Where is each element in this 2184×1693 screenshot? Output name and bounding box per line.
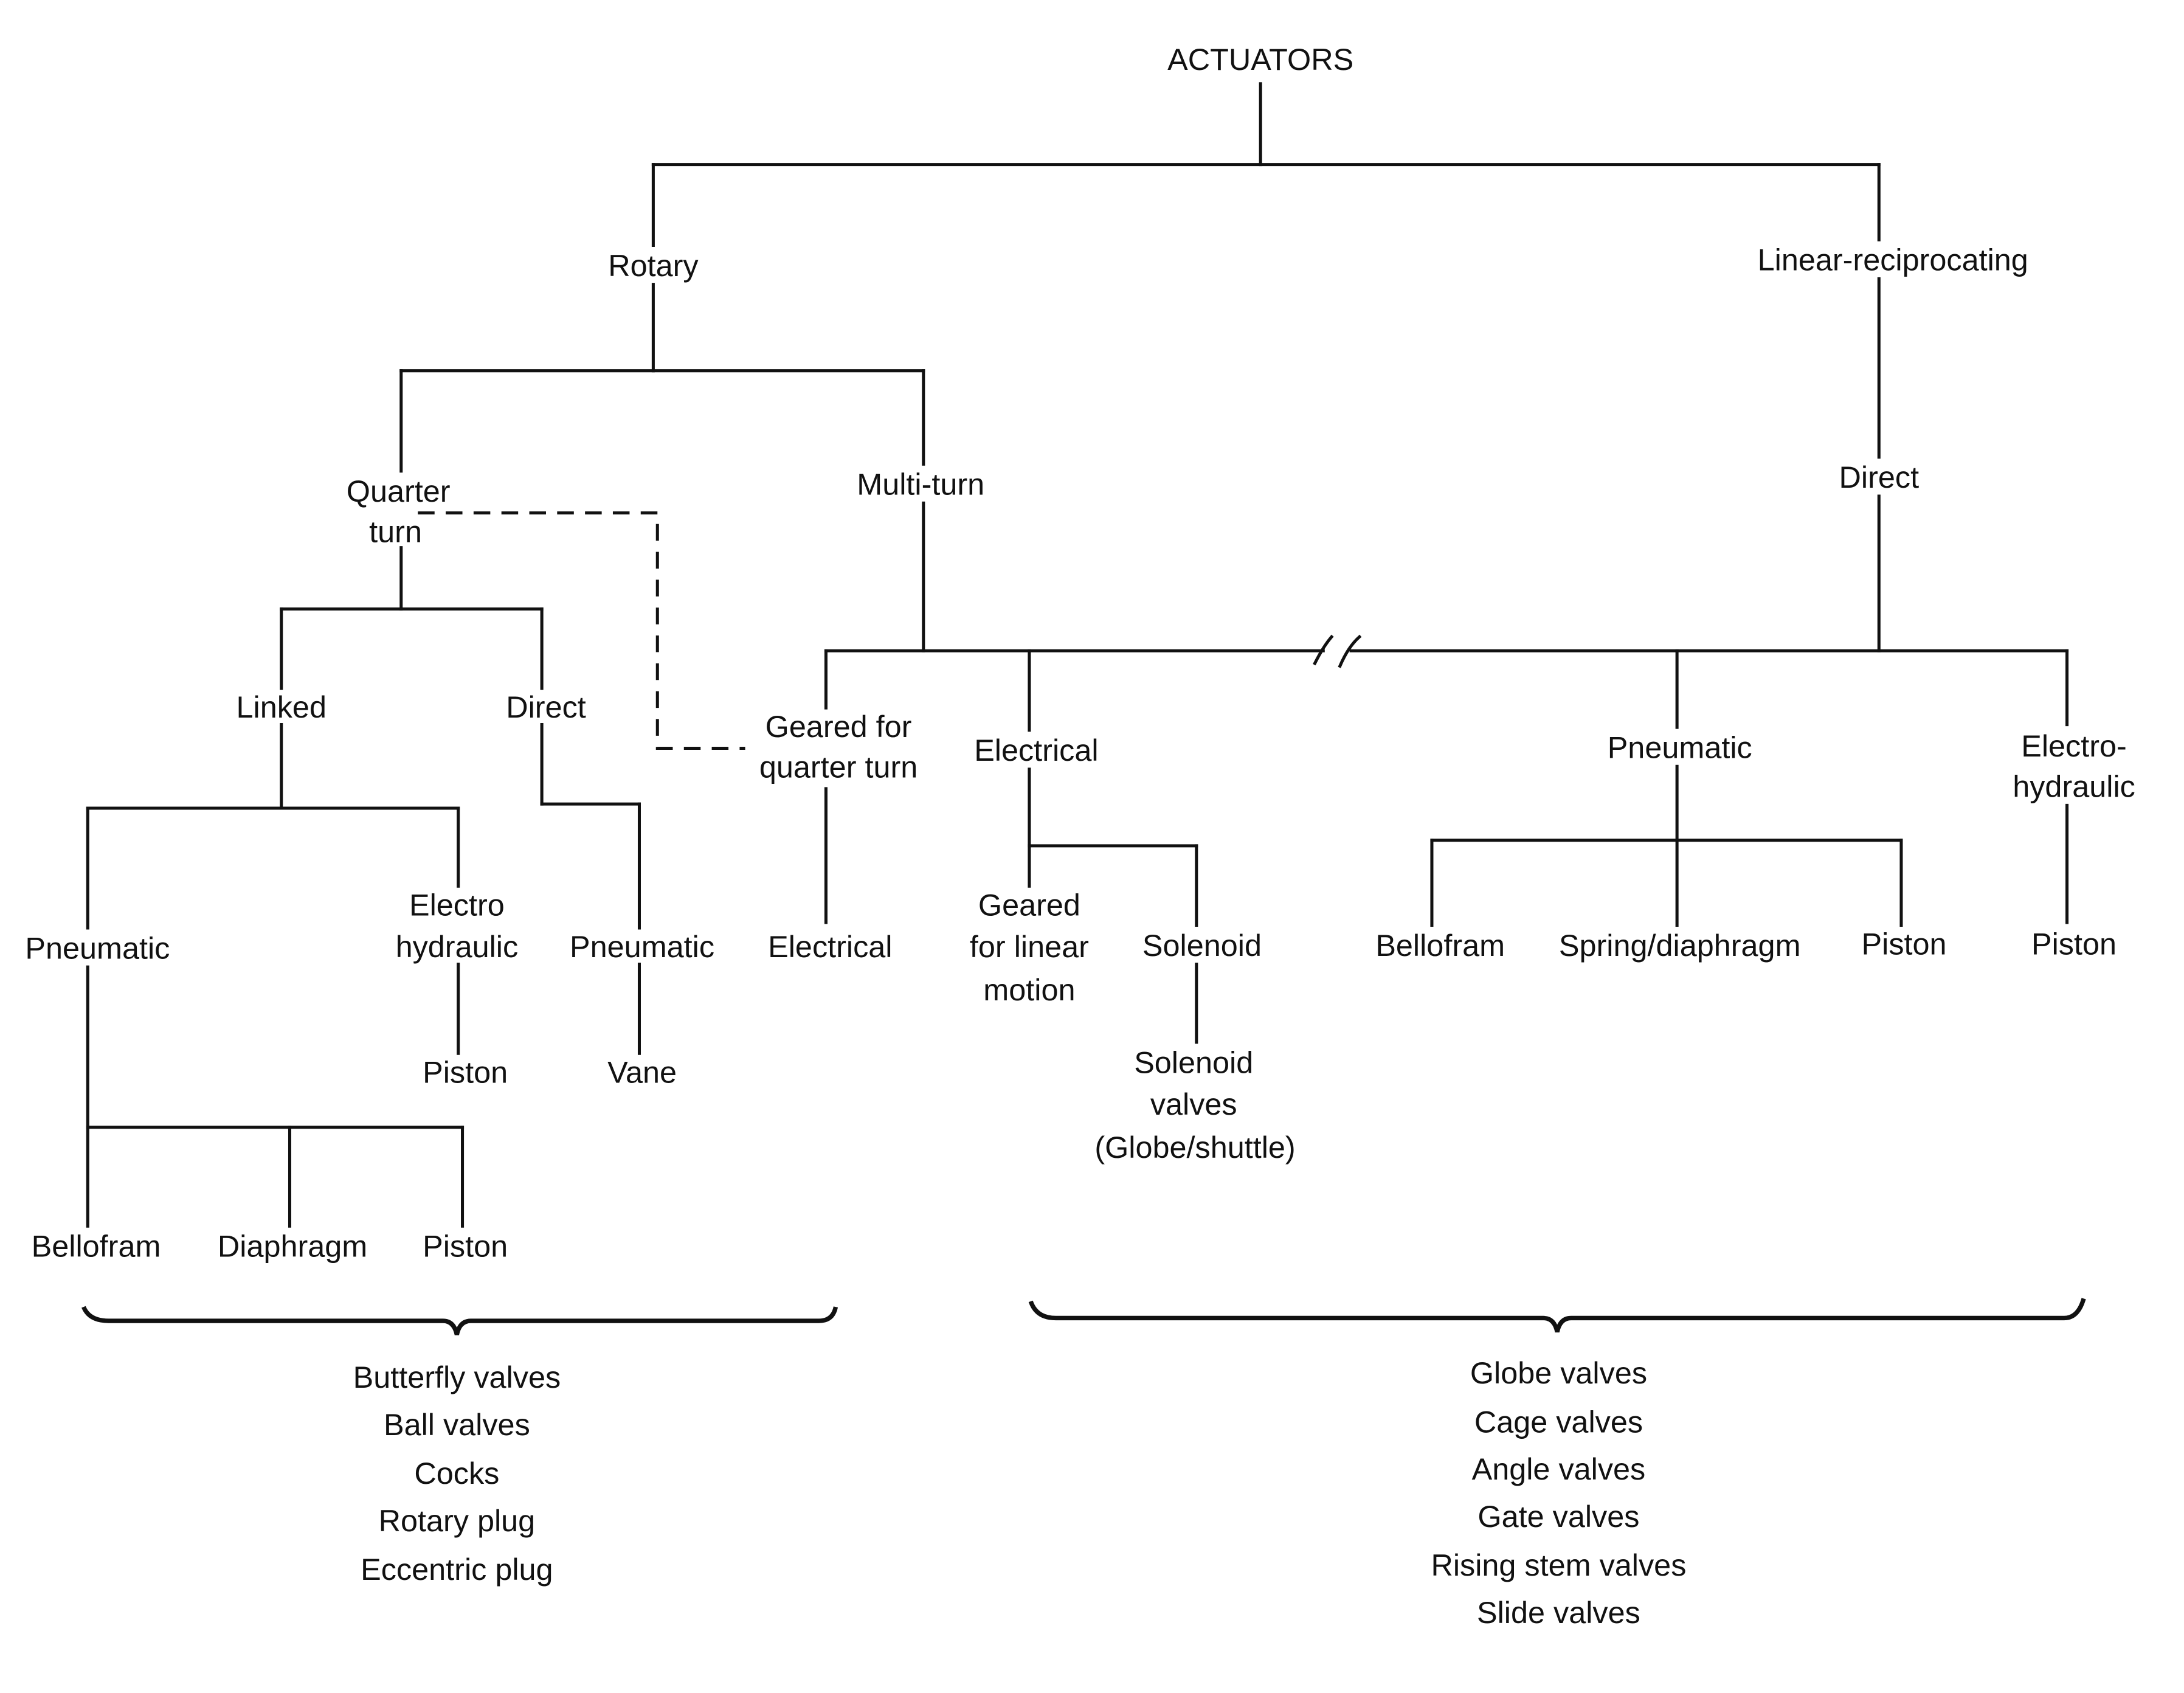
- node-linear-direct: Direct: [1839, 460, 1920, 494]
- node-linked-pneumatic: Pneumatic: [25, 930, 170, 965]
- node-pneumatic: Pneumatic: [1608, 730, 1752, 765]
- node-solenoid-valves-line3: (Globe/shuttle): [1094, 1130, 1295, 1165]
- node-electro-hydraulic-line2: hydraulic: [2013, 769, 2135, 804]
- linear-valve-item: Angle valves: [1472, 1452, 1646, 1486]
- node-solenoid-valves-line1: Solenoid: [1134, 1045, 1253, 1079]
- node-solenoid: Solenoid: [1142, 928, 1262, 963]
- rotary-valve-item: Butterfly valves: [353, 1360, 561, 1394]
- break-mark-2: [1338, 634, 1362, 668]
- node-geared-qt-line2: quarter turn: [759, 750, 917, 784]
- rotary-valve-item: Rotary plug: [379, 1503, 536, 1538]
- node-linear-reciprocating: Linear-reciprocating: [1758, 243, 2028, 277]
- linear-valves-brace: [1028, 1298, 2086, 1333]
- break-mark-1: [1313, 634, 1334, 666]
- node-lp-bellofram: Bellofram: [32, 1229, 161, 1264]
- linear-valve-item: Cage valves: [1474, 1404, 1643, 1439]
- node-electro-hydraulic-line1: Electro-: [2021, 729, 2127, 763]
- dashed-link: [418, 511, 745, 750]
- node-pn-bellofram: Bellofram: [1375, 928, 1505, 963]
- linear-valves-list: Globe valves Cage valves Angle valves Ga…: [1431, 1355, 1686, 1630]
- node-lp-piston: Piston: [423, 1229, 508, 1264]
- node-geared-linear-line2: for linear: [970, 929, 1089, 964]
- node-linked: Linked: [237, 690, 327, 724]
- linear-valve-item: Rising stem valves: [1431, 1548, 1686, 1582]
- linear-valve-item: Globe valves: [1470, 1355, 1647, 1390]
- node-pn-piston: Piston: [1862, 927, 1947, 961]
- node-solenoid-valves-line2: valves: [1150, 1087, 1237, 1121]
- node-electrical: Electrical: [974, 733, 1098, 767]
- node-quarter-turn-line2: turn: [369, 514, 422, 549]
- node-multi-turn: Multi-turn: [857, 467, 984, 502]
- title-actuators: ACTUATORS: [1167, 42, 1353, 77]
- rotary-valves-list: Butterfly valves Ball valves Cocks Rotar…: [353, 1360, 561, 1587]
- node-geared-qt-line1: Geared for: [765, 709, 912, 744]
- node-direct-pneumatic: Pneumatic: [570, 929, 714, 964]
- node-eh-piston: Piston: [2031, 927, 2117, 961]
- node-labels: ACTUATORS Rotary Linear-reciprocating Di…: [25, 42, 2135, 1264]
- rotary-valve-item: Eccentric plug: [361, 1552, 553, 1587]
- node-geared-qt-electrical: Electrical: [768, 929, 892, 964]
- connector-lines: [81, 82, 2086, 1335]
- node-linked-electro-piston: Piston: [423, 1054, 508, 1089]
- rotary-valves-brace: [81, 1306, 838, 1335]
- node-pn-spring-diaphragm: Spring/diaphragm: [1559, 928, 1801, 963]
- node-lp-diaphragm: Diaphragm: [218, 1229, 367, 1264]
- linear-valve-item: Slide valves: [1477, 1595, 1640, 1630]
- node-linked-electro-line1: Electro: [409, 887, 505, 922]
- node-geared-linear-line3: motion: [983, 972, 1075, 1007]
- node-qt-direct: Direct: [506, 690, 586, 724]
- node-direct-vane: Vane: [607, 1054, 677, 1089]
- node-quarter-turn-line1: Quarter: [347, 474, 451, 508]
- node-rotary: Rotary: [608, 248, 699, 283]
- node-linked-electro-line2: hydraulic: [396, 929, 519, 964]
- linear-valve-item: Gate valves: [1477, 1499, 1639, 1534]
- rotary-valve-item: Cocks: [414, 1456, 499, 1490]
- node-geared-linear-line1: Geared: [978, 887, 1080, 922]
- rotary-valve-item: Ball valves: [384, 1407, 530, 1442]
